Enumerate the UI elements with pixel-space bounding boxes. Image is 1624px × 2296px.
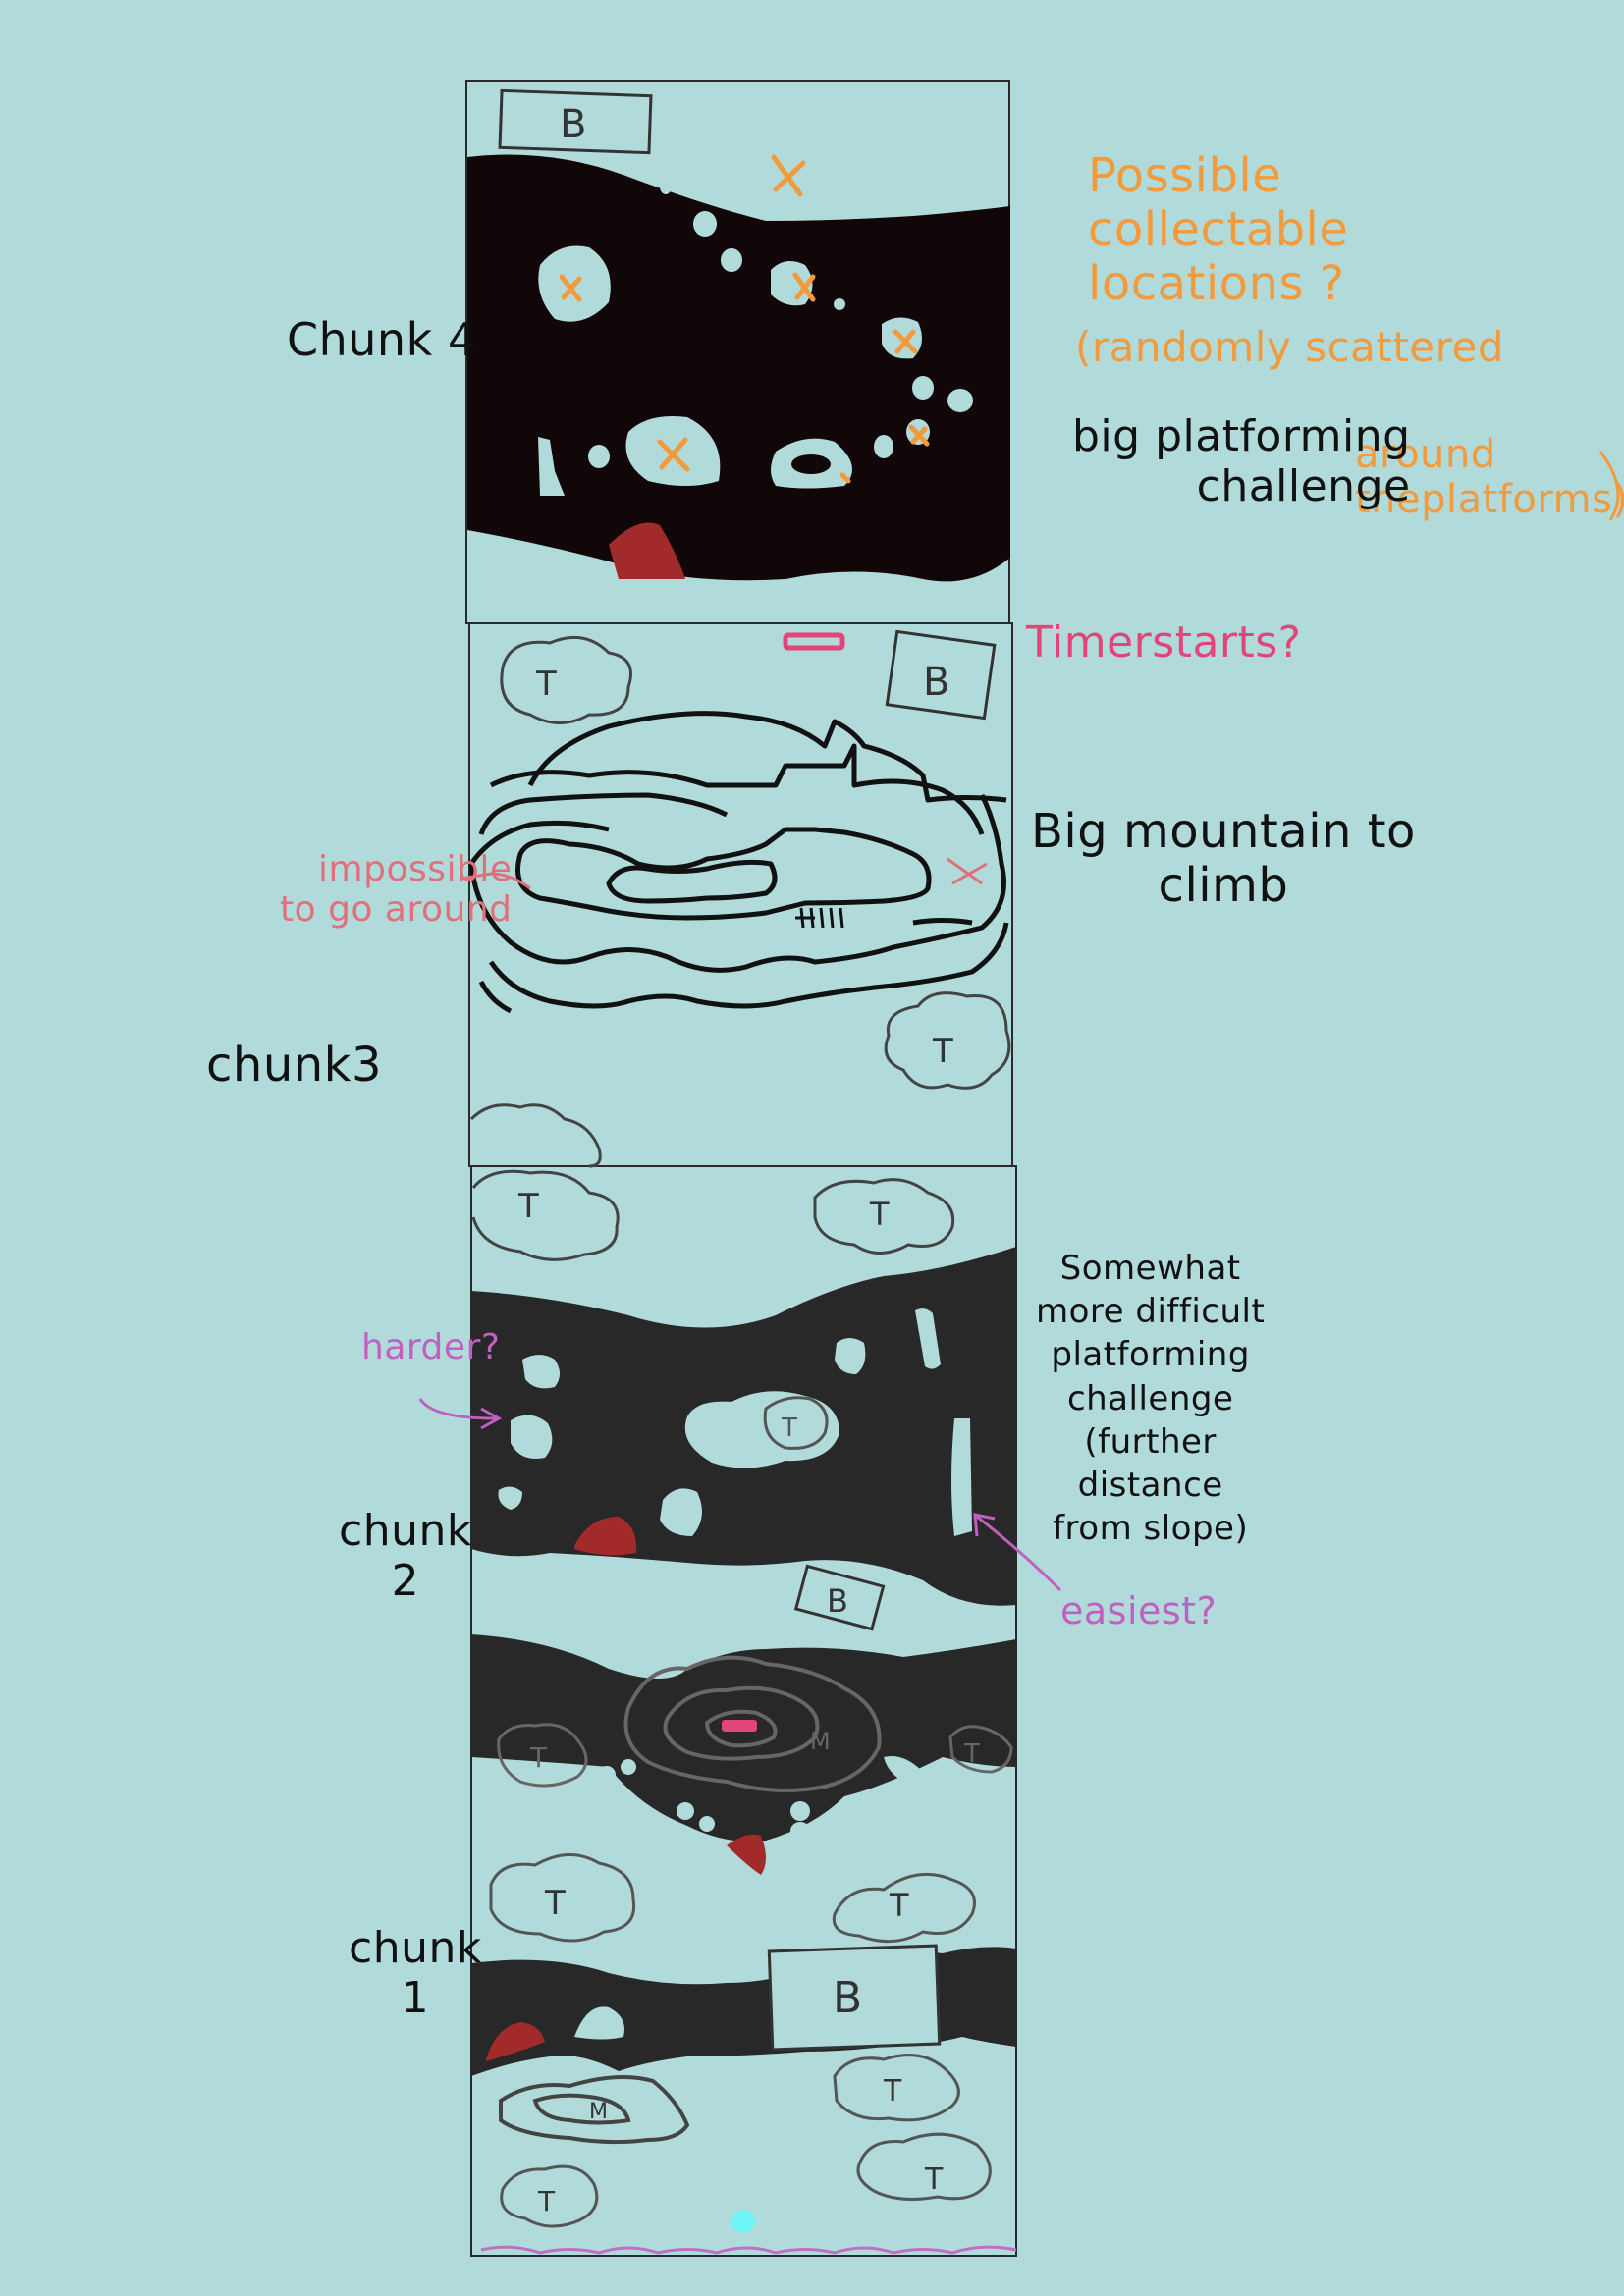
chunk-2-sketch: T T T B xyxy=(471,1169,1016,1631)
annotation-arrows xyxy=(418,451,1620,1592)
tree-letter: T xyxy=(535,665,557,704)
collectable-markers xyxy=(559,154,930,484)
start-point xyxy=(731,2210,755,2233)
tree-cloud: T xyxy=(489,1853,636,1943)
tree-letter: T xyxy=(869,1196,890,1233)
cave-area xyxy=(471,1634,1016,1842)
tree-cloud: T xyxy=(471,1169,620,1261)
tree-cloud: T xyxy=(500,2164,599,2228)
mountain xyxy=(623,1655,882,1792)
tree-cloud: T xyxy=(497,1723,588,1788)
bonus-box: B xyxy=(767,1944,942,2052)
around-platforms-note: around theplatforms) xyxy=(1355,432,1624,522)
bonus-box: B xyxy=(793,1564,886,1631)
chunk-1-sketch: M T T T T xyxy=(471,1634,1017,2255)
easiest-note: easiest? xyxy=(1060,1589,1218,1632)
bonus-box: B xyxy=(498,88,653,155)
big-mountain-note: Big mountain to climb xyxy=(1031,804,1416,914)
chunk-4-label: Chunk 4 xyxy=(287,313,477,366)
tree-letter: T xyxy=(517,1187,539,1226)
mountain-letter: M xyxy=(589,2100,608,2124)
cave-area xyxy=(467,154,1010,582)
randomly-scattered-note: (randomly scattered xyxy=(1075,323,1504,371)
platforms xyxy=(598,1756,925,1853)
impossible-markers xyxy=(460,857,988,890)
tree-letter: T xyxy=(932,1032,953,1071)
chunk-2-label: chunk 2 xyxy=(339,1506,472,1606)
bonus-letter: B xyxy=(923,660,949,705)
tree-cloud: T xyxy=(948,1725,1013,1774)
tree-cloud: T xyxy=(763,1396,829,1450)
tree-cloud: T xyxy=(813,1178,955,1255)
tree-letter: T xyxy=(544,1884,566,1923)
easiest-arrow xyxy=(973,1513,1062,1592)
tree-letter: T xyxy=(963,1739,980,1769)
timer-marker xyxy=(783,632,845,651)
tree-letter: T xyxy=(781,1414,797,1443)
lava-blob xyxy=(486,2022,545,2061)
mountain-contours xyxy=(468,711,1009,1014)
mountain xyxy=(499,2075,690,2145)
bonus-letter: B xyxy=(833,1973,862,2023)
orange-bracket xyxy=(1598,451,1620,521)
harder-arrow xyxy=(418,1398,503,1430)
tree-cloud: T xyxy=(500,635,632,724)
tree-cloud: T xyxy=(884,991,1011,1090)
lava-blob xyxy=(574,1517,637,1556)
tree-letter: T xyxy=(883,2074,902,2109)
lava-blob xyxy=(609,522,685,579)
impossible-note: impossible to go around xyxy=(280,849,513,931)
ladder xyxy=(795,907,844,929)
tree-cloud-partial xyxy=(469,1103,602,1168)
bonus-letter: B xyxy=(827,1582,848,1620)
big-platforming-note: big platforming challenge xyxy=(1072,411,1411,511)
tree-letter: T xyxy=(889,1887,909,1924)
tree-letter: T xyxy=(924,2163,944,2197)
tree-letter: T xyxy=(537,2185,556,2217)
tree-cloud: T xyxy=(832,1872,976,1944)
timer-marker xyxy=(722,1720,757,1732)
chunk-3-label: chunk3 xyxy=(206,1038,382,1093)
platform xyxy=(574,2006,624,2040)
start-line xyxy=(480,2245,1017,2255)
chunk-3-sketch: T B T xyxy=(460,629,1011,1168)
lava-blob xyxy=(727,1834,766,1875)
platforms xyxy=(498,1308,972,1536)
chunk-4-sketch: B xyxy=(467,88,1010,582)
tree-letter: T xyxy=(529,1741,548,1774)
bonus-box: B xyxy=(885,629,997,721)
chunk-1-label: chunk 1 xyxy=(349,1923,482,2023)
tree-cloud: T xyxy=(833,2054,960,2122)
timer-starts-note: Timerstarts? xyxy=(1026,617,1302,667)
bonus-letter: B xyxy=(560,102,586,147)
collectables-note: Possible collectable locations ? xyxy=(1088,148,1349,312)
tree-cloud: T xyxy=(856,2132,992,2201)
somewhat-note: Somewhat more difficult platforming chal… xyxy=(1036,1249,1266,1549)
mountain-letter: M xyxy=(810,1728,831,1755)
harder-note: harder? xyxy=(361,1327,501,1367)
